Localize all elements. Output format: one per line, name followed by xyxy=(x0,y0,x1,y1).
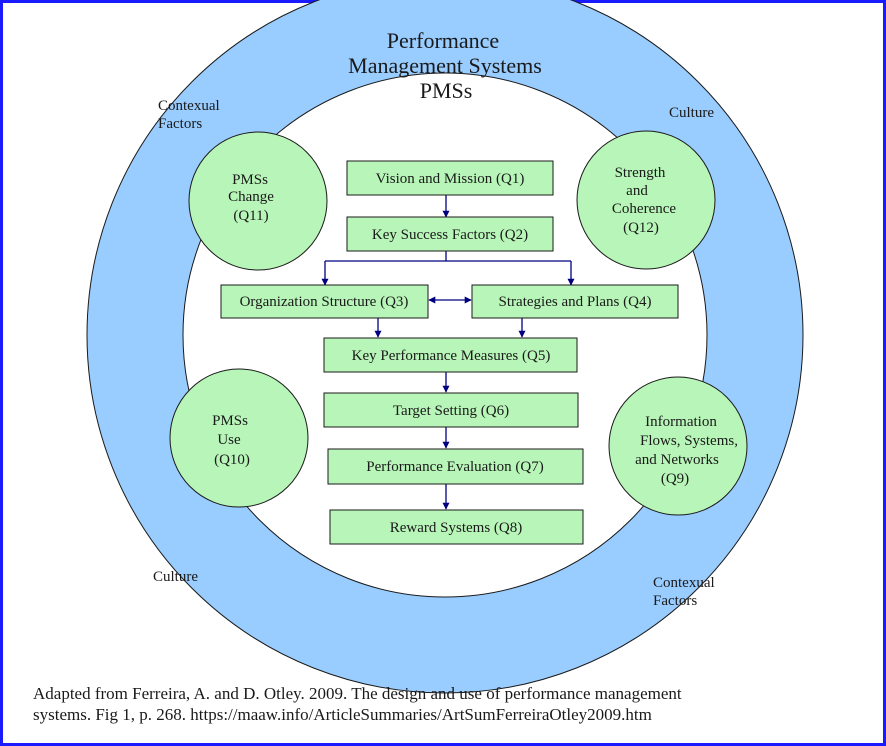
box-key-success-factors: Key Success Factors (Q2) xyxy=(346,216,554,252)
circle-strength-coherence: Strength and Coherence (Q12) xyxy=(576,130,716,270)
circle-information-flows-line-2: Flows, Systems, xyxy=(640,433,738,449)
label-contextual-factors-bottom-right-1: Contexual xyxy=(653,575,715,591)
box-organization-structure: Organization Structure (Q3) xyxy=(220,284,429,319)
box-q3-label: Organization Structure (Q3) xyxy=(240,294,409,310)
box-vision-mission: Vision and Mission (Q1) xyxy=(346,160,554,196)
circle-pmss-use-line-2: Use xyxy=(217,432,241,448)
box-q7-label: Performance Evaluation (Q7) xyxy=(366,459,543,475)
citation-line-1: Adapted from Ferreira, A. and D. Otley. … xyxy=(33,684,682,703)
title-line-1: Performance xyxy=(387,28,499,53)
box-q1-label: Vision and Mission (Q1) xyxy=(376,171,525,187)
box-q6-label: Target Setting (Q6) xyxy=(393,403,509,419)
source-citation: Adapted from Ferreira, A. and D. Otley. … xyxy=(33,683,853,725)
box-reward-systems: Reward Systems (Q8) xyxy=(329,509,584,545)
circle-strength-coherence-line-4: (Q12) xyxy=(623,220,659,236)
label-contextual-factors-top-left-1: Contexual xyxy=(158,98,220,114)
circle-pmss-change: PMSs Change (Q11) xyxy=(188,131,328,271)
box-q2-label: Key Success Factors (Q2) xyxy=(372,227,528,243)
title-line-3: PMSs xyxy=(420,78,473,103)
box-performance-evaluation: Performance Evaluation (Q7) xyxy=(327,448,584,485)
circle-pmss-change-line-3: (Q11) xyxy=(233,208,268,224)
box-target-setting: Target Setting (Q6) xyxy=(323,392,579,428)
label-contextual-factors-bottom-right-2: Factors xyxy=(653,593,697,609)
circle-pmss-change-line-2: Change xyxy=(228,189,274,205)
circle-strength-coherence-line-1: Strength xyxy=(615,165,666,181)
circle-information-flows-line-3: and Networks xyxy=(635,452,719,468)
circle-pmss-change-line-1: PMSs xyxy=(232,172,268,188)
circle-pmss-use-line-3: (Q10) xyxy=(214,452,250,468)
box-key-performance-measures: Key Performance Measures (Q5) xyxy=(323,337,578,373)
label-culture-top-right: Culture xyxy=(669,105,714,121)
circle-information-flows-line-4: (Q9) xyxy=(661,471,689,487)
box-strategies-plans: Strategies and Plans (Q4) xyxy=(471,284,679,319)
box-q4-label: Strategies and Plans (Q4) xyxy=(499,294,652,310)
citation-line-2: systems. Fig 1, p. 268. https://maaw.inf… xyxy=(33,705,652,724)
circle-information-flows-line-1: Information xyxy=(645,414,717,430)
flow-arrows xyxy=(321,195,575,510)
circle-strength-coherence-line-2: and xyxy=(626,183,648,199)
box-q5-label: Key Performance Measures (Q5) xyxy=(352,348,551,364)
circle-strength-coherence-line-3: Coherence xyxy=(612,201,676,217)
circle-pmss-use: PMSs Use (Q10) xyxy=(169,368,309,508)
label-contextual-factors-top-left-2: Factors xyxy=(158,116,202,132)
box-q8-label: Reward Systems (Q8) xyxy=(390,520,522,536)
circle-pmss-use-line-1: PMSs xyxy=(212,413,248,429)
label-culture-bottom-left: Culture xyxy=(153,569,198,585)
title-line-2: Management Systems xyxy=(348,53,542,78)
circle-information-flows: Information Flows, Systems, and Networks… xyxy=(608,376,748,516)
